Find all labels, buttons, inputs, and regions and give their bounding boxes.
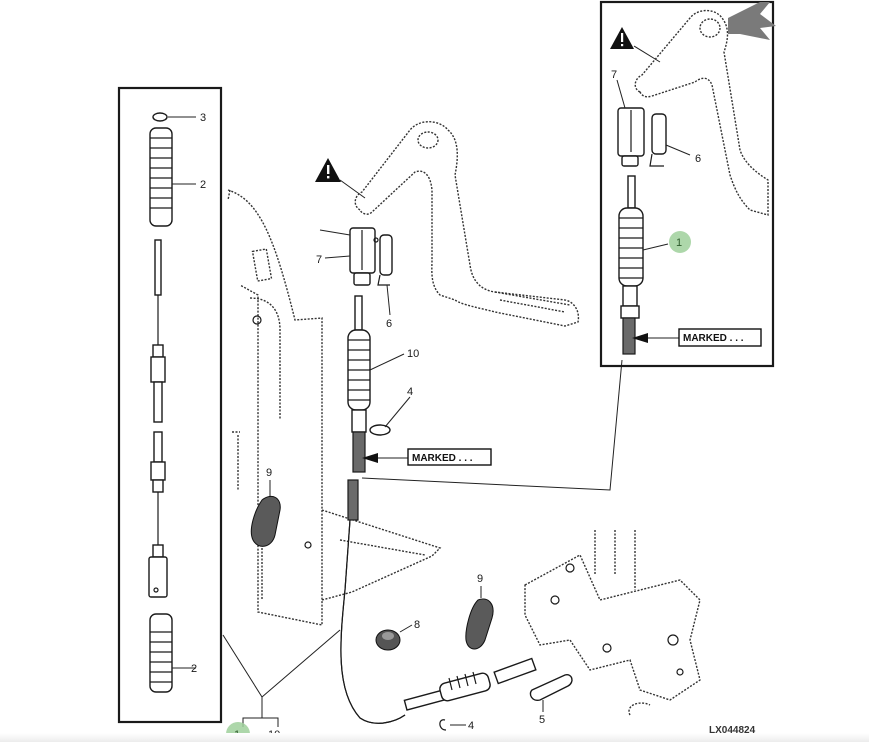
clevis-part-inset: [617, 107, 645, 167]
left-box-frame: [117, 86, 223, 724]
nut-part: [375, 629, 401, 651]
cable-core-part: [148, 239, 168, 598]
cable-part-inset: [618, 175, 644, 355]
warning-icon-main: [315, 158, 341, 182]
svg-text:MARKED . . .: MARKED . . .: [683, 333, 744, 344]
marked-label-inset: MARKED . . .: [632, 328, 762, 347]
direction-arrow-icon: [728, 2, 776, 40]
cable-end-part: [403, 657, 537, 711]
callout-6-main: 6: [386, 318, 392, 330]
callout-2-upper: 2: [200, 179, 206, 191]
bottom-edge-shadow: [0, 733, 869, 742]
svg-text:MARKED . . .: MARKED . . .: [412, 453, 473, 464]
callout-4-lower: 4: [468, 720, 474, 732]
callout-3: 3: [200, 112, 206, 124]
clip-pin-part-main: [373, 234, 393, 286]
marked-label-main: MARKED . . .: [362, 448, 492, 466]
callout-2-lower: 2: [191, 663, 197, 675]
left-exploded-box: [117, 86, 223, 724]
cap-part: [152, 112, 168, 122]
callout-8: 8: [414, 619, 420, 631]
callout-1-inset[interactable]: 1: [676, 237, 682, 249]
callout-10-main: 10: [407, 348, 419, 360]
highlight-marker-inset[interactable]: [669, 231, 691, 253]
part-bracket: [222, 629, 341, 727]
pin-part: [529, 674, 573, 702]
grommet-part-upper: [250, 495, 281, 547]
warning-icon-inset: [610, 27, 634, 49]
inset-box-frame: [599, 0, 775, 368]
clip-part-lower: [439, 719, 447, 731]
brake-pedal-part: [354, 121, 580, 327]
callout-9-lower: 9: [477, 573, 483, 585]
grommet-part-lower: [465, 598, 494, 650]
clevis-part-main: [349, 227, 376, 286]
callout-7-main: 7: [316, 254, 322, 266]
callout-5: 5: [539, 714, 545, 726]
callout-7-inset: 7: [611, 69, 617, 81]
clip-pin-part-inset: [649, 113, 667, 167]
inset-box: [599, 0, 775, 368]
brake-pedal-part-inset: [634, 9, 769, 216]
clip-part: [369, 424, 391, 436]
callout-9-upper: 9: [266, 467, 272, 479]
callout-4-main: 4: [407, 386, 413, 398]
boot-upper-part: [149, 127, 173, 227]
cable-part-main: [340, 295, 406, 724]
callout-6-inset: 6: [695, 153, 701, 165]
frame-bracket-part: [227, 189, 442, 626]
figure-id-label: LX044824: [709, 725, 756, 736]
boot-lower-part: [149, 613, 173, 693]
pivot-bracket-part: [524, 530, 701, 716]
